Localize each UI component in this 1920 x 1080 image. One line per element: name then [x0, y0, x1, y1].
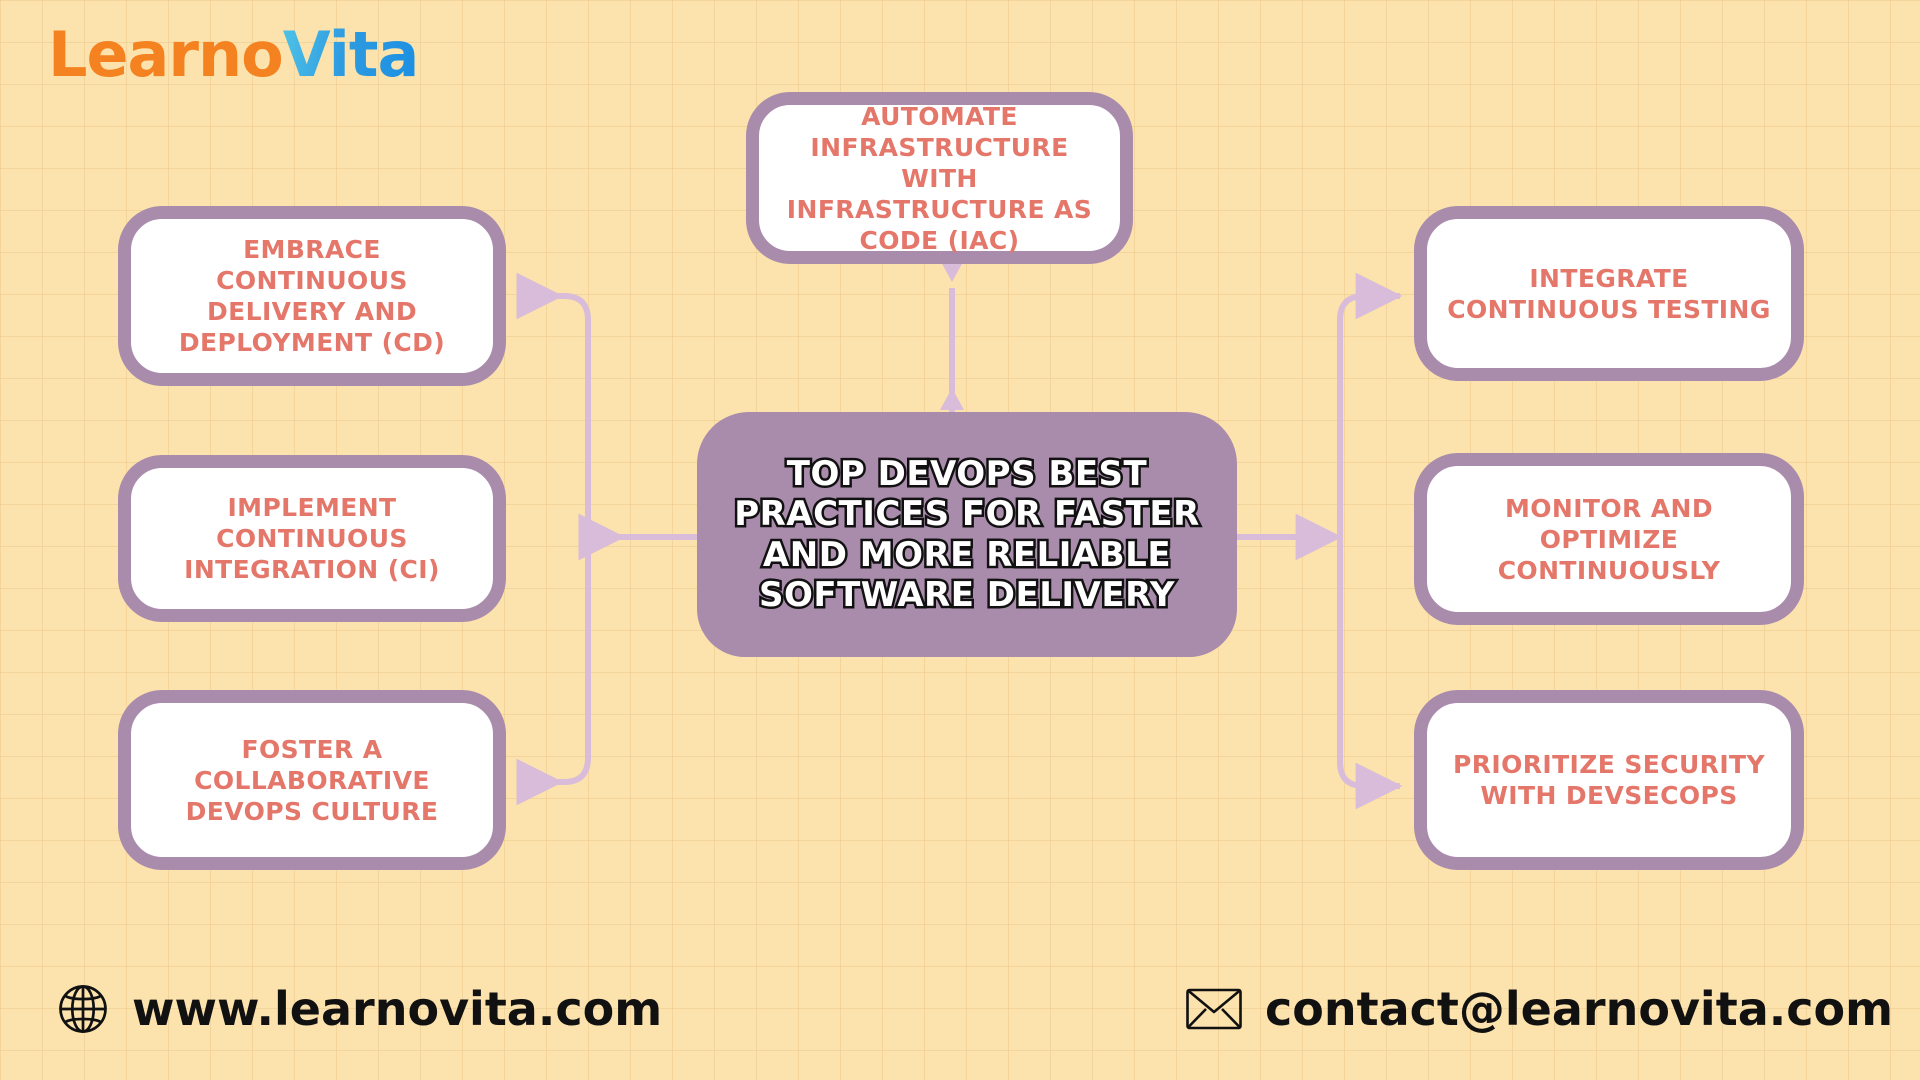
logo-text-learno: Learno: [48, 18, 284, 91]
node-implement-continuous-integration[interactable]: IMPLEMENT CONTINUOUS INTEGRATION (CI): [118, 455, 506, 622]
node-prioritize-security-with-devsecops[interactable]: PRIORITIZE SECURITY WITH DEVSECOPS: [1414, 690, 1804, 870]
node-monitor-and-optimize-continuously[interactable]: MONITOR AND OPTIMIZE CONTINUOUSLY: [1414, 453, 1804, 625]
envelope-icon: [1186, 988, 1242, 1030]
connector-center-to-left-top: [516, 272, 591, 537]
connector-arrowhead-up: [941, 262, 963, 282]
footer-website-text: www.learnovita.com: [132, 982, 663, 1036]
connector-center-to-right-bottom: [1337, 537, 1403, 810]
globe-icon: [59, 985, 107, 1033]
footer-email-text: contact@learnovita.com: [1265, 982, 1894, 1036]
node-label: FOSTER A COLLABORATIVE DEVOPS CULTURE: [185, 734, 439, 826]
node-foster-collaborative-devops-culture[interactable]: FOSTER A COLLABORATIVE DEVOPS CULTURE: [118, 690, 506, 870]
node-label: MONITOR AND OPTIMIZE CONTINUOUSLY: [1497, 493, 1721, 585]
node-label: INTEGRATE CONTINUOUS TESTING: [1447, 263, 1771, 324]
footer-website[interactable]: www.learnovita.com: [56, 982, 662, 1036]
node-label: IMPLEMENT CONTINUOUS INTEGRATION (CI): [184, 493, 440, 584]
connector-center-to-left-bottom: [516, 537, 591, 806]
node-embrace-continuous-delivery[interactable]: EMBRACE CONTINUOUS DELIVERY AND DEPLOYME…: [118, 206, 506, 386]
center-topic-node[interactable]: TOP DEVOPS BEST PRACTICES FOR FASTER AND…: [697, 412, 1237, 657]
node-automate-infrastructure-as-code[interactable]: AUTOMATE INFRASTRUCTURE WITH INFRASTRUCT…: [746, 92, 1133, 264]
center-topic-title: TOP DEVOPS BEST PRACTICES FOR FASTER AND…: [732, 452, 1202, 617]
connector-center-to-right-top: [1337, 272, 1403, 537]
node-integrate-continuous-testing[interactable]: INTEGRATE CONTINUOUS TESTING: [1414, 206, 1804, 381]
node-label: EMBRACE CONTINUOUS DELIVERY AND DEPLOYME…: [178, 235, 446, 357]
brand-logo: LearnoVita: [48, 24, 419, 86]
node-label: AUTOMATE INFRASTRUCTURE WITH INFRASTRUCT…: [786, 101, 1093, 255]
footer-email[interactable]: contact@learnovita.com: [1185, 982, 1893, 1036]
logo-text-vita: Vita: [282, 18, 420, 91]
connector-arrowhead-down: [940, 388, 964, 410]
node-label: PRIORITIZE SECURITY WITH DEVSECOPS: [1453, 750, 1765, 810]
